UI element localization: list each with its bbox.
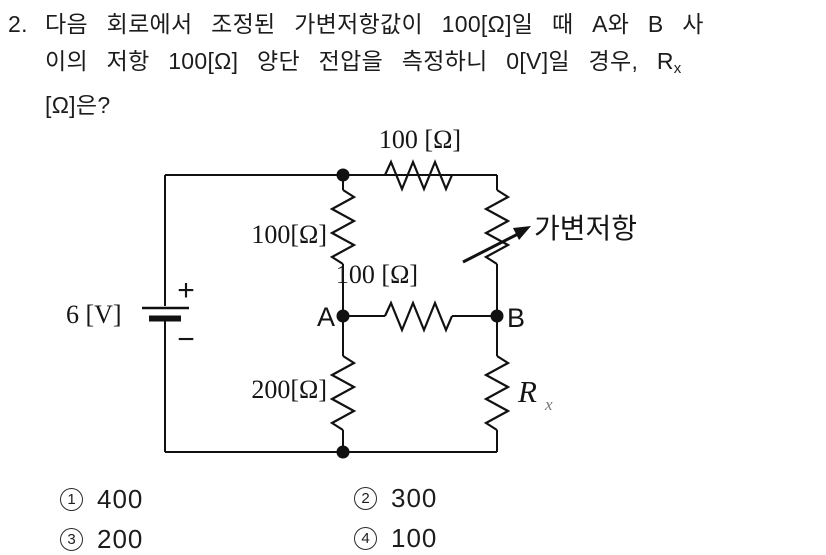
choice-1[interactable]: 1 400 — [60, 483, 144, 514]
choice-1-number-icon: 1 — [60, 487, 83, 511]
junction-bottom — [336, 445, 350, 459]
left-resistor-label: 100[Ω] — [251, 220, 327, 249]
junction-top — [336, 168, 350, 182]
rx-resistor-icon — [483, 355, 511, 431]
question-line-2-text: 이의 저항 100[Ω] 양단 전압을 측정하니 0[V]일 경우, R — [45, 48, 674, 74]
choice-4-number-icon: 4 — [354, 526, 377, 550]
junction-node-b — [490, 309, 504, 323]
node-b-label: B — [507, 303, 525, 333]
choice-2-number-icon: 2 — [354, 486, 377, 510]
rx-label: R — [517, 374, 537, 409]
plus-sign: + — [177, 274, 195, 307]
question-number: 2. — [8, 11, 28, 37]
bottom-left-resistor-label: 200[Ω] — [251, 375, 327, 404]
bridge-resistor-icon — [384, 300, 454, 333]
rx-label-subscript: x — [544, 395, 553, 414]
question-line-3: [Ω]은? — [45, 92, 111, 118]
choice-1-value: 400 — [97, 483, 144, 514]
variable-resistor-icon — [483, 189, 511, 265]
choice-3[interactable]: 3 200 — [60, 523, 144, 554]
choice-3-number-icon: 3 — [60, 527, 83, 551]
choice-4[interactable]: 4 100 — [354, 522, 438, 553]
question-line-2: 이의 저항 100[Ω] 양단 전압을 측정하니 0[V]일 경우, Rx — [8, 43, 820, 87]
rx-subscript: x — [673, 60, 682, 77]
choice-2-value: 300 — [391, 482, 438, 513]
variable-resistor-arrowhead-icon — [513, 226, 531, 240]
choice-2[interactable]: 2 300 — [354, 482, 438, 513]
question-line-1: 2. 다음 회로에서 조정된 가변저항값이 100[Ω]일 때 A와 B 사 — [8, 6, 820, 43]
bottom-left-resistor-icon — [329, 355, 357, 431]
minus-sign: − — [177, 323, 195, 356]
choice-3-value: 200 — [97, 523, 144, 554]
variable-resistor-arrow — [462, 232, 519, 264]
bridge-resistor-label: 100 [Ω] — [336, 260, 418, 289]
junction-node-a — [336, 309, 350, 323]
top-resistor-icon — [384, 159, 454, 192]
variable-resistor-label: 가변저항 — [534, 214, 637, 245]
choice-4-value: 100 — [391, 522, 438, 553]
left-resistor-icon — [329, 189, 357, 265]
node-a-label: A — [317, 302, 335, 332]
question-line-1-text: 다음 회로에서 조정된 가변저항값이 100[Ω]일 때 A와 B 사 — [45, 11, 704, 37]
question-text: 2. 다음 회로에서 조정된 가변저항값이 100[Ω]일 때 A와 B 사 이의… — [8, 6, 820, 124]
top-resistor-label: 100 [Ω] — [379, 125, 461, 154]
voltage-source-label: 6 [V] — [66, 300, 122, 329]
